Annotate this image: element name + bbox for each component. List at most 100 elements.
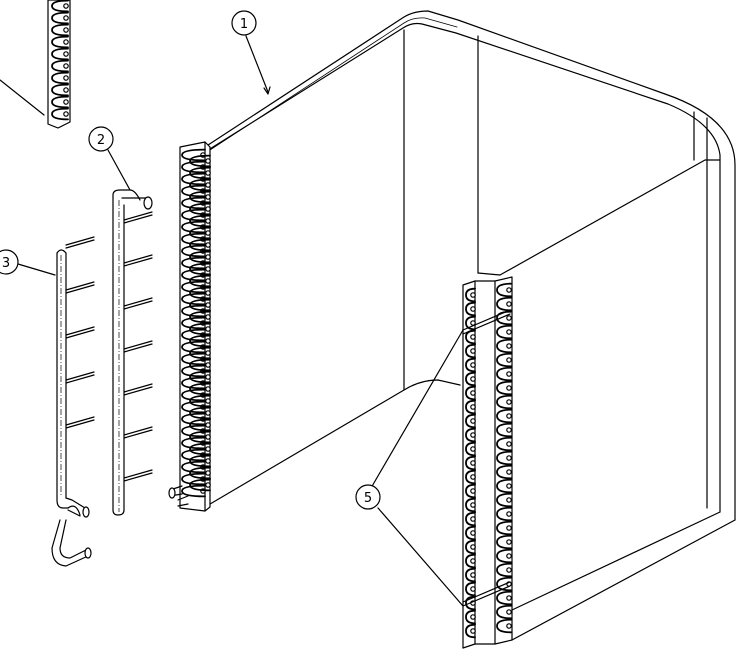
hairpin-bend <box>189 166 211 180</box>
hairpin-bend-tube <box>506 357 512 363</box>
hairpin-bend-tube <box>205 182 211 188</box>
hairpin-bend-tube <box>205 410 211 416</box>
hairpin-bend <box>181 388 206 402</box>
hairpin-bend-tube <box>470 558 476 564</box>
hairpin-bend-tube <box>470 404 476 410</box>
hairpin-bend-tube <box>506 315 512 321</box>
hairpin-bend-tube <box>205 278 211 284</box>
hairpin-bend <box>189 298 211 312</box>
hairpin-bend-tube <box>205 218 211 224</box>
hairpin-bend <box>189 346 211 360</box>
hairpin-bend <box>181 460 206 474</box>
hairpin-bend <box>51 83 69 97</box>
header-stub <box>123 214 153 224</box>
hairpin-bend <box>189 454 211 468</box>
hairpin-bend-tube <box>506 371 512 377</box>
header-pipe-3 <box>51 236 95 567</box>
hairpin-bend-tube <box>470 334 476 340</box>
hairpin-bend <box>181 256 206 270</box>
header-stub <box>123 300 153 310</box>
hairpin-bend-tube <box>470 306 476 312</box>
hairpin-bend-tube <box>506 455 512 461</box>
hairpin-bend-tube <box>205 170 211 176</box>
hairpin-bend <box>189 382 211 396</box>
callout-3-balloon: 3 <box>0 249 19 275</box>
hairpin-bend <box>181 376 206 390</box>
header-stub <box>123 257 153 267</box>
hairpin-bend-tube <box>205 266 211 272</box>
hairpin-bend <box>496 548 512 564</box>
hairpin-bend-tube <box>63 87 69 93</box>
hairpin-bend-tube <box>470 390 476 396</box>
hairpin-bend-tube <box>205 362 211 368</box>
hairpin-bend <box>189 466 211 480</box>
hairpin-bend <box>51 35 69 49</box>
hairpin-bend <box>189 418 211 432</box>
hairpin-bend <box>189 214 211 228</box>
hairpin-bend-tube <box>470 544 476 550</box>
hairpin-bend-tube <box>63 51 69 57</box>
header-stub <box>65 236 95 246</box>
hairpin-bend <box>465 385 476 401</box>
partial-end-plate-top-left <box>47 0 71 129</box>
hairpin-bend-tube <box>506 399 512 405</box>
hairpin-bend <box>189 442 211 456</box>
header-stub <box>123 429 153 439</box>
hairpin-bend <box>181 160 206 174</box>
hairpin-bend-tube <box>470 348 476 354</box>
hairpin-bend-tube <box>205 326 211 332</box>
hairpin-bend <box>189 274 211 288</box>
hairpin-bend <box>181 184 206 198</box>
header-stub <box>123 383 153 393</box>
hairpin-bend <box>496 422 512 438</box>
hairpin-bend <box>51 59 69 73</box>
hairpin-bend <box>181 400 206 414</box>
hairpin-bend-tube <box>506 511 512 517</box>
hairpin-bend <box>181 424 206 438</box>
hairpin-bend <box>496 618 512 634</box>
hairpin-bend <box>181 148 206 162</box>
hairpin-bend <box>496 506 512 522</box>
hairpin-bend <box>181 328 206 342</box>
hairpin-bend-tube <box>506 525 512 531</box>
hairpin-bend-tube <box>205 158 211 164</box>
hairpin-bend-tube <box>506 287 512 293</box>
hairpin-bend-tube <box>470 502 476 508</box>
header-stub <box>65 374 95 384</box>
hairpin-bend <box>496 534 512 550</box>
right-end-plate <box>462 276 513 649</box>
header-stub <box>123 297 153 307</box>
hairpin-bend-tube <box>63 27 69 33</box>
header-stub <box>123 426 153 436</box>
hairpin-bend <box>496 576 512 592</box>
hairpin-bend <box>181 220 206 234</box>
hairpin-bend <box>496 408 512 424</box>
hairpin-bend-tube <box>63 3 69 9</box>
callout-2-balloon: 2 <box>88 126 114 152</box>
hairpin-bend <box>181 316 206 330</box>
hairpin-bend <box>465 371 476 387</box>
hairpin-bend <box>496 520 512 536</box>
hairpin-bend <box>465 581 476 597</box>
hairpin-bend <box>51 47 69 61</box>
hairpin-bend <box>465 469 476 485</box>
hairpin-bend <box>189 430 211 444</box>
hairpin-bend-tube <box>506 343 512 349</box>
hairpin-bend <box>51 95 69 109</box>
hairpin-bend <box>496 604 512 620</box>
hairpin-bend <box>465 553 476 569</box>
hairpin-bend-tube <box>506 469 512 475</box>
hairpin-bend <box>465 497 476 513</box>
hairpin-bend-tube <box>506 595 512 601</box>
callout-5-label: 5 <box>364 491 372 506</box>
hairpin-bend <box>189 394 211 408</box>
hairpin-bend <box>181 232 206 246</box>
hairpin-bend <box>496 590 512 606</box>
hairpin-bend <box>181 484 206 498</box>
callout-2-label: 2 <box>97 133 105 148</box>
hairpin-bend <box>189 310 211 324</box>
hairpin-bend-tube <box>205 242 211 248</box>
hairpin-bend-tube <box>205 422 211 428</box>
